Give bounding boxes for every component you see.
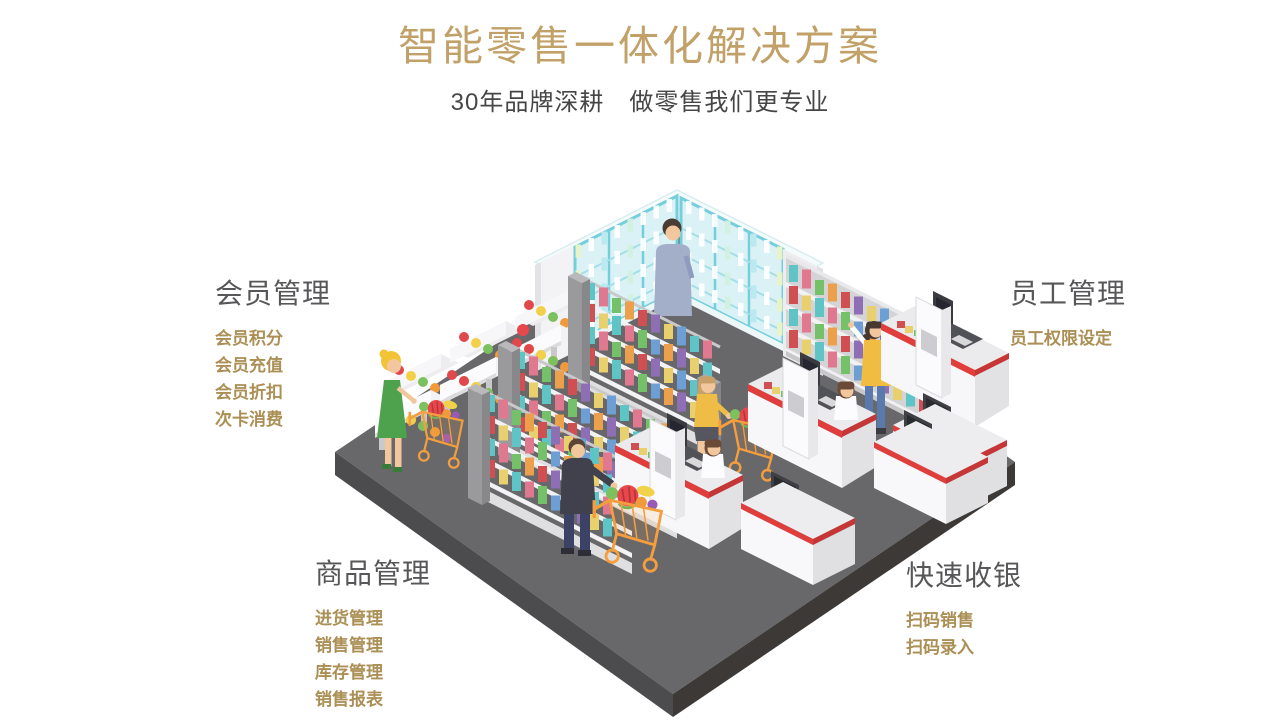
section-item: 员工权限设定 — [1010, 329, 1112, 348]
section-item: 扫码录入 — [906, 638, 974, 657]
section-title: 会员管理 — [215, 278, 332, 309]
section-item: 会员积分 — [215, 329, 283, 348]
section-title: 快速收银 — [906, 560, 1023, 591]
shopper-green-woman — [377, 349, 464, 472]
section-product-management: 商品管理 进货管理 销售管理 库存管理 销售报表 — [315, 552, 431, 713]
section-staff-management: 员工管理 员工权限设定 — [1010, 272, 1126, 352]
section-item: 销售管理 — [315, 636, 383, 655]
section-title: 商品管理 — [315, 558, 432, 589]
section-item: 库存管理 — [315, 663, 383, 682]
section-item: 进货管理 — [315, 609, 383, 628]
section-quick-checkout: 快速收银 扫码销售 扫码录入 — [906, 554, 1022, 661]
section-item: 会员充值 — [215, 356, 283, 375]
shopper-dark-man — [560, 438, 664, 573]
page-title: 智能零售一体化解决方案 — [398, 23, 882, 69]
page-subtitle: 30年品牌深耕 做零售我们更专业 — [450, 89, 830, 116]
section-item: 扫码销售 — [906, 611, 974, 630]
section-item: 销售报表 — [315, 690, 383, 709]
section-item: 次卡消费 — [215, 410, 283, 429]
section-member-management: 会员管理 会员积分 会员充值 会员折扣 次卡消费 — [215, 272, 331, 433]
shopper-fridge-man — [654, 218, 695, 316]
section-title: 员工管理 — [1010, 278, 1127, 309]
section-item: 会员折扣 — [215, 383, 283, 402]
